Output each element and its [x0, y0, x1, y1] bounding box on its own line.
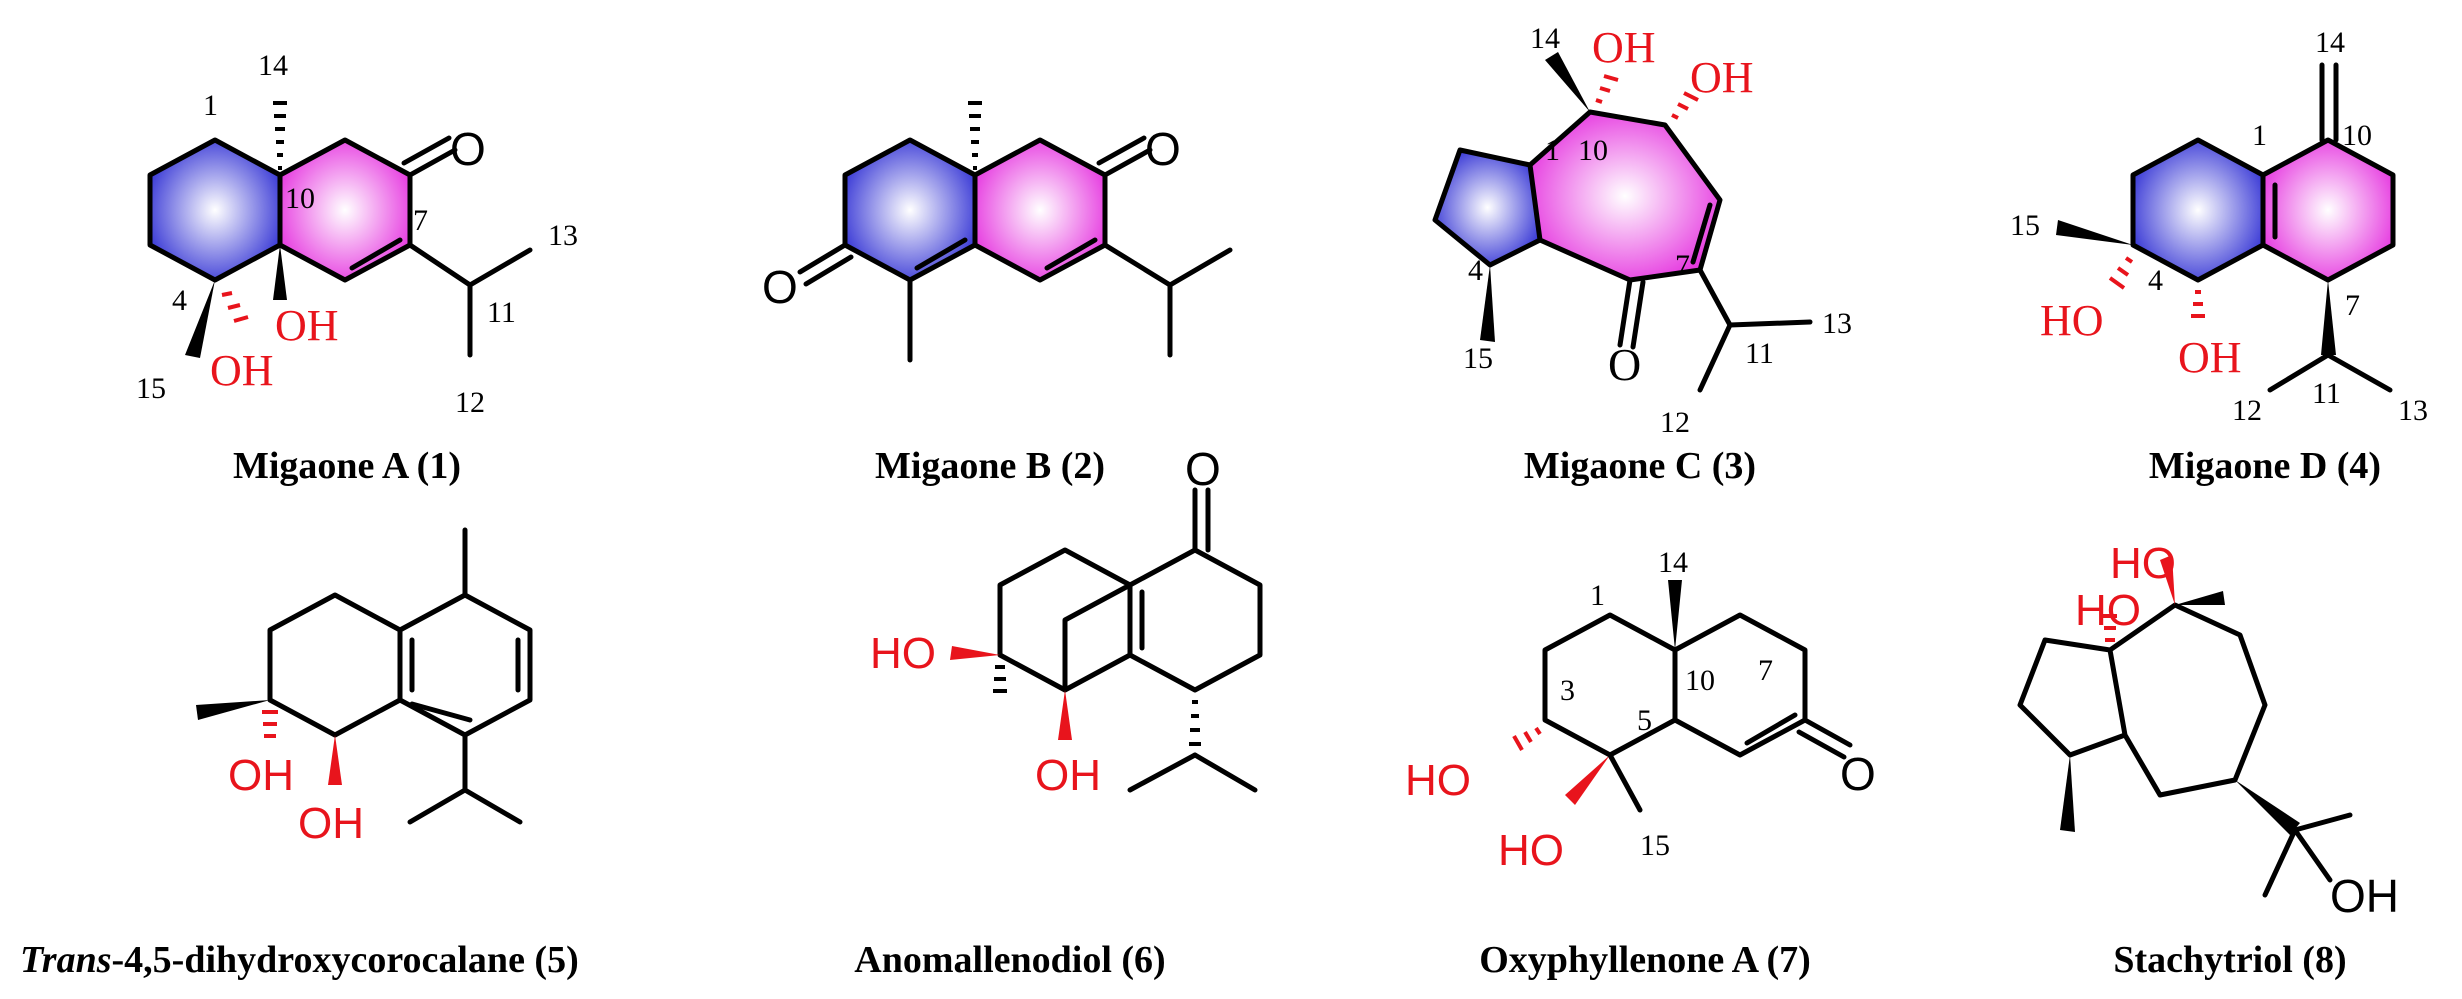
compound-caption: Trans-4,5-dihydroxycorocalane (5) — [20, 939, 579, 981]
compound-1: O OH OH 1 14 10 7 13 4 11 15 12 Migaone … — [136, 49, 578, 487]
compound-caption: Migaone D (4) — [2149, 445, 2381, 487]
compound-6: HO OH O Anomallenodiol (6) — [854, 443, 1263, 981]
atom-number: 4 — [1468, 254, 1483, 287]
atom-number: 15 — [1640, 829, 1670, 862]
atom-number: 5 — [1637, 704, 1652, 737]
atom-number: 14 — [258, 49, 288, 82]
ketone-o: O — [1185, 443, 1221, 495]
hydroxyl-label: HO — [2110, 539, 2176, 588]
atom-number: 7 — [1758, 654, 1773, 687]
atom-number: 7 — [413, 204, 428, 237]
hash-bond — [993, 665, 1007, 693]
atom-number: 1 — [1545, 134, 1560, 167]
hydroxyl-label: OH — [228, 751, 294, 800]
atom-number: 14 — [1530, 22, 1560, 55]
hydroxyl-label: HO — [2040, 296, 2104, 345]
hydroxyl-label: HO — [1405, 756, 1471, 805]
ring-a-shading — [1435, 150, 1540, 265]
hydroxyl-label: OH — [2178, 333, 2242, 382]
hash-bond-oh — [221, 291, 249, 323]
hash-bond-oh — [2103, 614, 2117, 642]
atom-number: 1 — [203, 89, 218, 122]
hash-bond-oh — [2108, 256, 2134, 290]
ketone-o: O — [1840, 748, 1876, 800]
atom-number: 7 — [1675, 249, 1690, 282]
ring-b-shading — [2263, 140, 2393, 280]
compound-caption: Migaone A (1) — [233, 445, 461, 487]
atom-number: 3 — [1560, 674, 1575, 707]
atom-number: 12 — [1660, 406, 1690, 439]
hash-bond-oh — [1512, 726, 1542, 751]
ring-b-shading — [975, 140, 1105, 280]
hash-bond-oh — [1671, 91, 1699, 120]
atom-number: 4 — [2148, 264, 2163, 297]
compound-caption: Migaone C (3) — [1524, 445, 1756, 487]
atom-number: 12 — [455, 386, 485, 419]
atom-number: 11 — [1745, 337, 1774, 370]
atom-number: 10 — [1685, 664, 1715, 697]
atom-number: 14 — [1658, 546, 1688, 579]
atom-number: 14 — [2315, 26, 2345, 59]
ring-b-shading — [1530, 112, 1720, 280]
hydroxyl-label: OH — [1035, 751, 1101, 800]
hash-bond-oh — [1595, 74, 1619, 104]
hash-bond-oh — [2191, 290, 2205, 318]
hydroxyl-label: HO — [1498, 826, 1564, 875]
hash-bond — [273, 101, 287, 170]
compound-2: O O Migaone B (2) — [762, 101, 1233, 487]
hash-bond — [968, 101, 982, 170]
compound-4: HO OH 14 1 10 15 4 7 12 11 13 Migaone D … — [2010, 26, 2428, 487]
compound-5: OH OH Trans-4,5-dihydroxycorocalane (5) — [20, 527, 579, 981]
hydroxyl-label: HO — [2075, 586, 2141, 635]
hash-bond-oh — [262, 710, 278, 738]
compound-7: HO HO O 1 14 10 7 3 5 15 Oxyphyllenone A… — [1405, 546, 1876, 981]
ring-a-shading — [150, 140, 280, 280]
atom-number: 13 — [2398, 394, 2428, 427]
ketone-o: O — [450, 123, 486, 175]
atom-number: 15 — [136, 372, 166, 405]
compound-3: OH OH O 14 10 1 4 7 15 11 13 12 Migaone … — [1432, 22, 1852, 487]
atom-number: 7 — [2345, 289, 2360, 322]
atom-number: 10 — [1578, 134, 1608, 167]
atom-number: 11 — [487, 296, 516, 329]
hydroxyl-label: OH — [2330, 870, 2399, 922]
hydroxyl-label: HO — [870, 629, 936, 678]
hydroxyl-label: OH — [210, 346, 274, 395]
compound-caption: Migaone B (2) — [875, 445, 1105, 487]
ring-a-shading — [2133, 140, 2263, 280]
ketone-o: O — [762, 261, 798, 313]
atom-number: 10 — [2342, 119, 2372, 152]
ketone-o: O — [1608, 339, 1641, 390]
atom-number: 10 — [285, 182, 315, 215]
compound-caption: Oxyphyllenone A (7) — [1479, 939, 1811, 981]
ring-a-shading — [845, 140, 975, 280]
atom-number: 1 — [1590, 579, 1605, 612]
compound-caption: Stachytriol (8) — [2113, 939, 2346, 981]
hash-bond — [1189, 700, 1201, 746]
atom-number: 13 — [548, 219, 578, 252]
hydroxyl-label: OH — [1592, 23, 1656, 72]
hydroxyl-label: OH — [275, 301, 339, 350]
atom-number: 11 — [2312, 377, 2341, 410]
ketone-o: O — [1145, 123, 1181, 175]
atom-number: 12 — [2232, 394, 2262, 427]
atom-number: 4 — [172, 284, 187, 317]
hydroxyl-label: OH — [298, 799, 364, 848]
atom-number: 13 — [1822, 307, 1852, 340]
compound-8: HO HO OH Stachytriol (8) — [2017, 539, 2399, 981]
atom-number: 1 — [2252, 119, 2267, 152]
atom-number: 15 — [2010, 209, 2040, 242]
atom-number: 15 — [1463, 342, 1493, 375]
compound-caption: Anomallenodiol (6) — [854, 939, 1165, 981]
ring-b-shading — [280, 140, 410, 280]
hydroxyl-label: OH — [1690, 53, 1754, 102]
